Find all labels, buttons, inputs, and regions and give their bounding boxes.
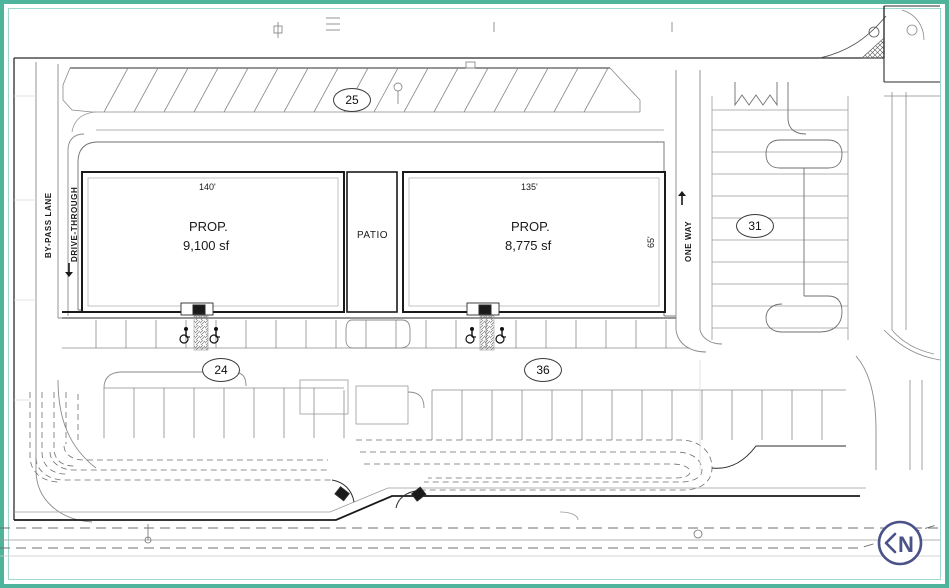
detail-hatch-corner xyxy=(819,15,887,59)
drive-east-entry xyxy=(711,355,877,470)
building-right-label: PROP. xyxy=(511,219,550,234)
building-left-width-dimension: 140' xyxy=(199,182,216,192)
north-arrow-icon[interactable]: N xyxy=(876,519,924,567)
detail-zigzag xyxy=(734,82,807,135)
building-left-label: PROP. xyxy=(189,219,228,234)
building-left-area: 9,100 sf xyxy=(183,238,230,253)
parking-count-southwest: 24 xyxy=(202,358,240,382)
parking-bank-east xyxy=(711,96,849,340)
curb-island-east xyxy=(765,139,843,333)
parking-bank-south-row2 xyxy=(103,387,345,438)
one-way-label: ONE WAY xyxy=(684,220,693,262)
page-frame-inner-rule xyxy=(8,8,941,580)
curb-loop-southeast xyxy=(356,439,713,491)
building-right-outline xyxy=(402,171,666,313)
parking-count-north: 25 xyxy=(333,88,371,112)
compass-letter: N xyxy=(898,532,914,557)
site-fixtures-north xyxy=(273,17,673,104)
up-arrow-icon xyxy=(678,191,686,205)
down-arrow-icon xyxy=(65,263,73,277)
parking-bank-north xyxy=(62,67,641,113)
drive-aisle-east xyxy=(675,70,723,353)
parking-count-east: 31 xyxy=(736,214,774,238)
wheelchair-icon xyxy=(465,327,476,344)
building-right-width-dimension: 135' xyxy=(521,182,538,192)
parcel-east-edge xyxy=(883,92,941,470)
island-south-center xyxy=(345,319,411,349)
crosswalk-left xyxy=(180,302,214,351)
crosswalk-right xyxy=(466,302,500,351)
wheelchair-icon xyxy=(495,327,506,344)
building-right-depth-dimension: 65' xyxy=(646,236,656,248)
curb-loop-south-main xyxy=(35,392,332,481)
background-parcel-lines xyxy=(14,95,701,470)
parking-count-southeast: 36 xyxy=(524,358,562,382)
patio-label: PATIO xyxy=(357,230,389,241)
drive-aisle-north xyxy=(71,111,664,133)
building-right-area: 8,775 sf xyxy=(505,238,552,253)
street-south xyxy=(0,487,941,557)
parcel-northeast xyxy=(883,5,940,83)
pad-south-right xyxy=(355,385,425,425)
patio-outline xyxy=(346,171,398,313)
bypass-lane-label: BY-PASS LANE xyxy=(44,192,53,258)
drive-through-loop xyxy=(35,379,97,523)
curb-loop-southwest xyxy=(29,392,75,483)
parking-bank-south-row3 xyxy=(431,389,846,440)
wheelchair-icon xyxy=(179,327,190,344)
entry-curb-returns xyxy=(331,479,427,509)
drive-through-label: DRIVE-THROUGH xyxy=(70,186,79,262)
wheelchair-icon xyxy=(209,327,220,344)
chevron-left-icon xyxy=(884,532,897,554)
pad-south-left xyxy=(103,371,349,415)
parking-bank-south-front xyxy=(62,320,690,349)
